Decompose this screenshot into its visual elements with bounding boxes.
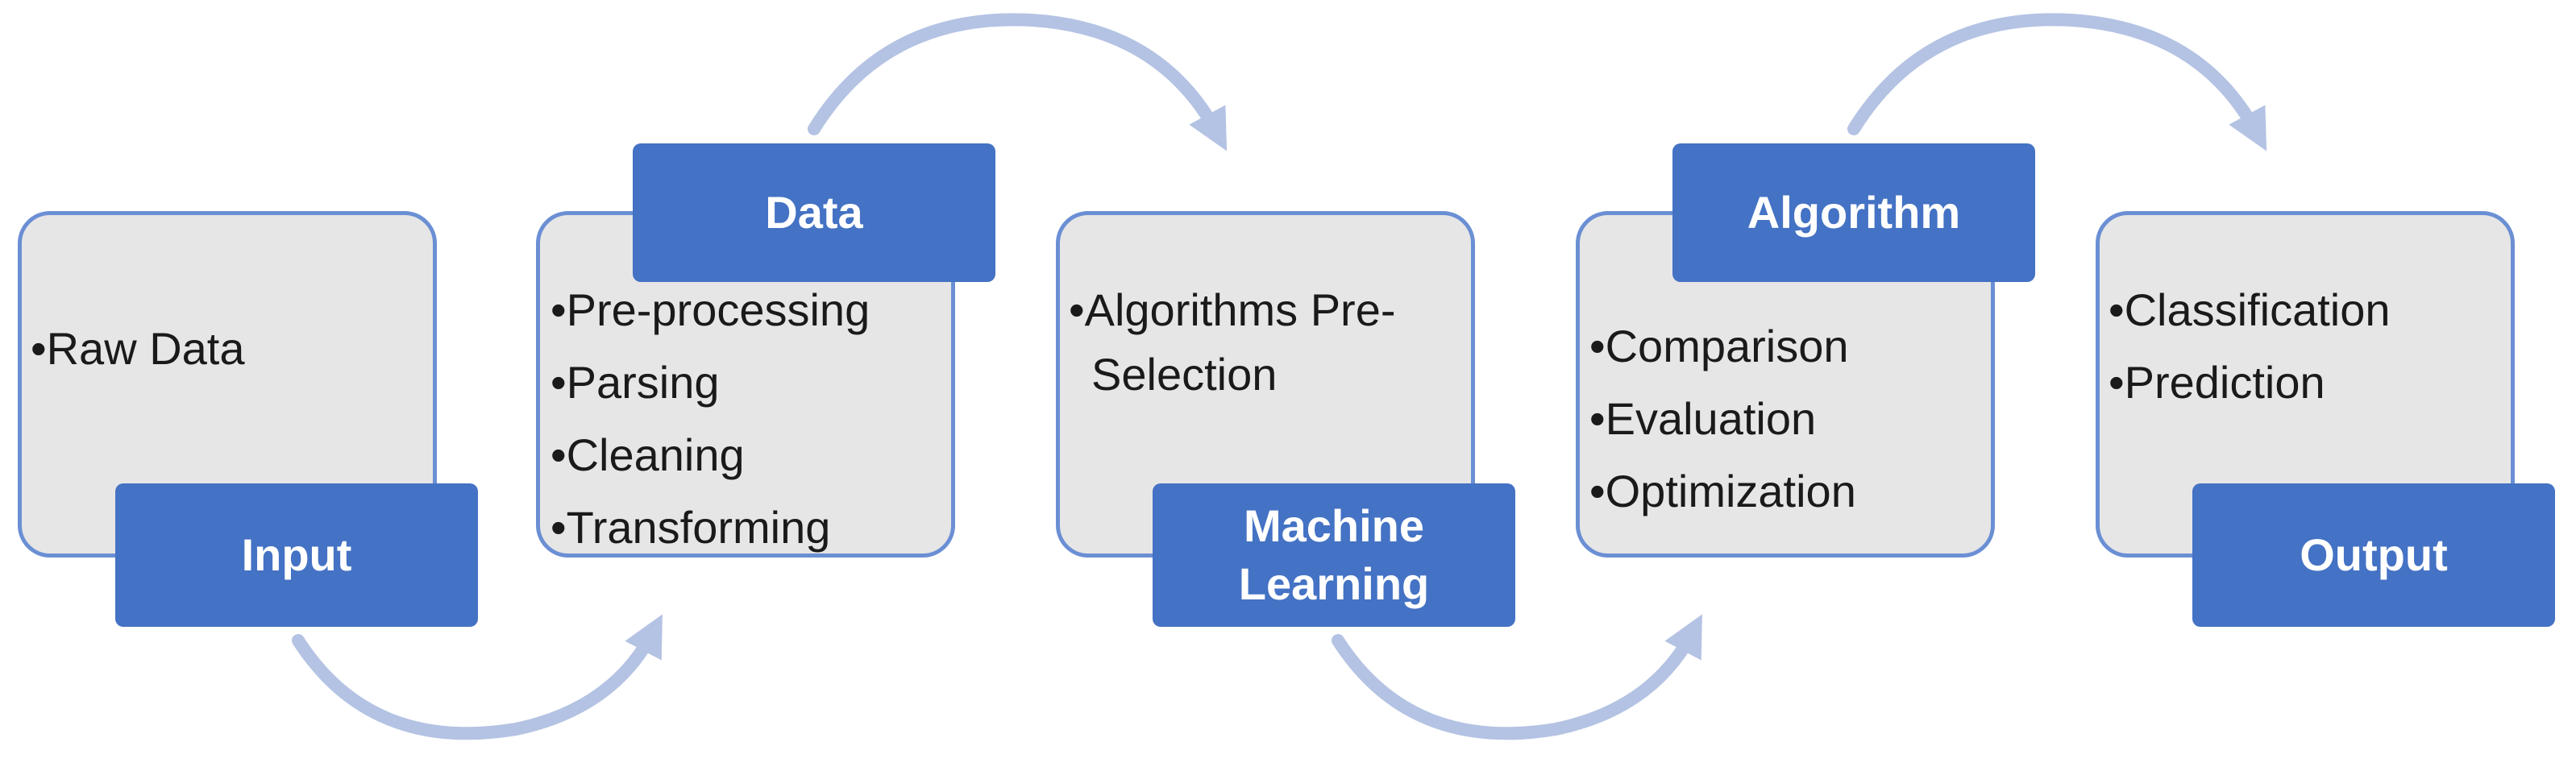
input-label-box: Input (115, 483, 478, 627)
data-label: Data (765, 187, 863, 238)
machine-learning-label: Machine Learning (1238, 500, 1430, 609)
input-items: Raw Data (31, 313, 245, 385)
algorithm-item: Evaluation (1589, 383, 1856, 455)
machine-learning-item: Selection (1091, 349, 1278, 400)
output-label-box: Output (2192, 483, 2555, 627)
machine-learning-label-box: Machine Learning (1153, 483, 1515, 627)
algorithm-items: Comparison Evaluation Optimization (1589, 310, 1856, 528)
algorithm-item: Optimization (1589, 455, 1856, 528)
machine-learning-items: Algorithms Pre- Selection (1069, 278, 1396, 407)
arrow-data-to-machine-learning (808, 13, 1228, 151)
input-label: Input (241, 529, 352, 580)
algorithm-label-box: Algorithm (1672, 143, 2035, 282)
output-item: Prediction (2109, 346, 2391, 419)
algorithm-label: Algorithm (1747, 187, 1961, 238)
machine-learning-item: Algorithms Pre- (1069, 278, 1396, 342)
data-item: Transforming (551, 491, 870, 564)
data-item: Parsing (551, 346, 870, 419)
algorithm-item: Comparison (1589, 310, 1856, 383)
input-item: Raw Data (31, 313, 245, 385)
data-item: Pre-processing (551, 274, 870, 346)
arrow-input-to-data (292, 614, 663, 740)
data-item: Cleaning (551, 419, 870, 491)
output-items: Classification Prediction (2109, 274, 2391, 419)
arrow-algorithm-to-output (1847, 13, 2267, 151)
output-label: Output (2300, 529, 2448, 580)
data-label-box: Data (633, 143, 995, 282)
data-items: Pre-processing Parsing Cleaning Transfor… (551, 274, 870, 564)
arrow-machine-learning-to-algorithm (1332, 614, 1702, 740)
output-item: Classification (2109, 274, 2391, 346)
